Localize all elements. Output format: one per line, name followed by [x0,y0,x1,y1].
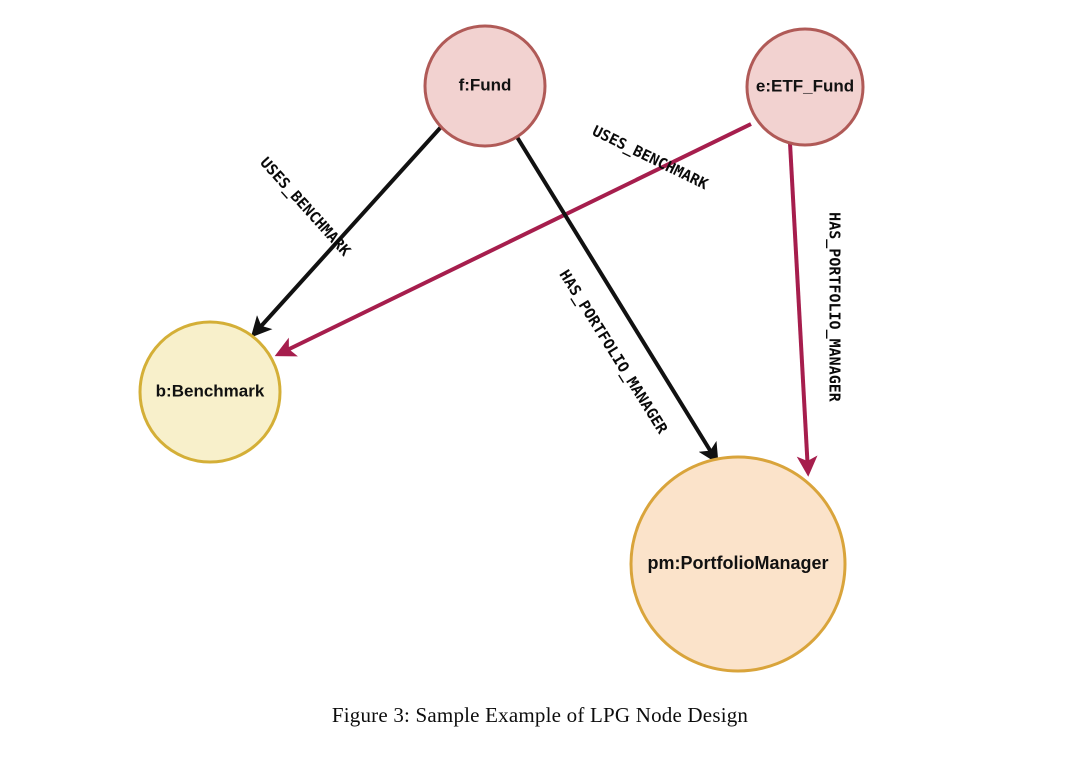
edge-f-has-portfolio-manager: HAS_PORTFOLIO_MANAGER [515,135,719,465]
node-label-portfolio-manager: pm:PortfolioManager [647,553,828,573]
nodes-layer: f:Fund e:ETF_Fund b:Benchmark pm:Portfol… [138,24,865,673]
node-benchmark[interactable]: b:Benchmark [138,320,282,464]
edge-e-uses-benchmark: USES_BENCHMARK [274,122,752,357]
node-label-benchmark: b:Benchmark [156,381,265,400]
node-fund[interactable]: f:Fund [423,24,547,148]
edge-label-has-portfolio-manager-etf: HAS_PORTFOLIO_MANAGER [826,212,844,403]
edges-layer: USES_BENCHMARK USES_BENCHMARK HAS_PORTFO… [250,122,844,477]
node-portfolio-manager[interactable]: pm:PortfolioManager [629,455,847,673]
node-circle-benchmark[interactable] [138,320,282,464]
edge-label-uses-benchmark-etf: USES_BENCHMARK [589,122,711,194]
node-circle-fund[interactable] [423,24,547,148]
node-label-etf-fund: e:ETF_Fund [756,76,854,95]
edge-f-uses-benchmark: USES_BENCHMARK [250,125,443,338]
figure-caption: Figure 3: Sample Example of LPG Node Des… [331,703,749,727]
lpg-graph-diagram: USES_BENCHMARK USES_BENCHMARK HAS_PORTFO… [138,24,865,673]
node-circle-etf-fund[interactable] [745,27,865,147]
edge-label-uses-benchmark-fund: USES_BENCHMARK [256,154,354,260]
edge-e-has-portfolio-manager: HAS_PORTFOLIO_MANAGER [788,142,844,477]
node-etf-fund[interactable]: e:ETF_Fund [745,27,865,147]
node-label-fund: f:Fund [459,75,512,94]
node-circle-portfolio-manager[interactable] [629,455,847,673]
